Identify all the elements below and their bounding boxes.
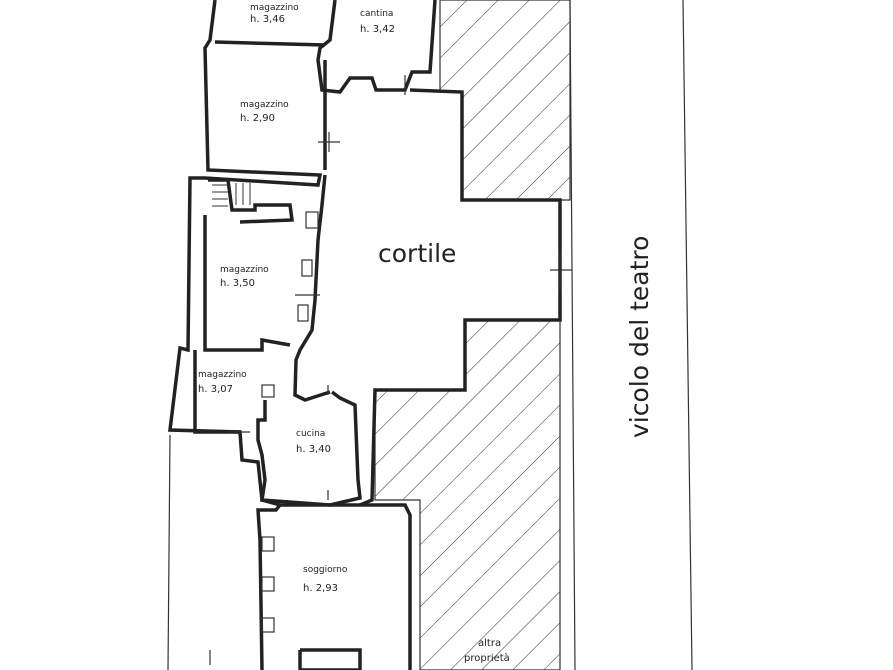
room-height-magazzino-3: h. 3,50 bbox=[220, 278, 255, 289]
wall-magazzino4 bbox=[193, 350, 240, 434]
street-line-right bbox=[682, 0, 693, 670]
boundary-left bbox=[167, 434, 171, 670]
openings bbox=[209, 75, 572, 665]
room-name-magazzino-top: magazzino bbox=[250, 3, 299, 13]
room-name-magazzino-4: magazzino bbox=[198, 370, 247, 380]
room-height-magazzino-4: h. 3,07 bbox=[198, 384, 233, 395]
wall-cucina bbox=[256, 390, 362, 507]
room-name-cucina: cucina bbox=[296, 429, 325, 439]
room-name-soggiorno: soggiorno bbox=[303, 565, 348, 575]
room-height-cucina: h. 3,40 bbox=[296, 444, 331, 455]
wall-outline-cantina bbox=[316, 0, 437, 94]
wall-courtyard-left bbox=[293, 174, 331, 402]
other-property-label-1: altra bbox=[478, 638, 501, 649]
wall-soggiorno bbox=[280, 503, 412, 670]
street-label: vicolo del teatro bbox=[625, 236, 654, 438]
wall-courtyard-right bbox=[359, 88, 562, 507]
other-property-label-2: proprietà bbox=[464, 652, 510, 664]
room-name-cantina: cantina bbox=[360, 9, 393, 19]
wall-stairs bbox=[208, 178, 294, 224]
room-name-magazzino-2: magazzino bbox=[240, 100, 289, 110]
street-line-left bbox=[569, 0, 576, 670]
room-height-soggiorno: h. 2,93 bbox=[303, 583, 338, 594]
wall-soggiorno-inner bbox=[298, 648, 362, 670]
wall-outline-left bbox=[168, 0, 323, 670]
room-height-magazzino-2: h. 2,90 bbox=[240, 113, 275, 124]
hatched-area-top bbox=[439, 0, 571, 201]
wall-magazzino-top-bottom bbox=[214, 40, 326, 47]
room-name-magazzino-3: magazzino bbox=[220, 265, 269, 275]
room-height-magazzino-top: h. 3,46 bbox=[250, 14, 285, 25]
wall-magazzino3 bbox=[203, 215, 291, 352]
courtyard-label: cortile bbox=[378, 239, 456, 268]
hatched-area-bottom bbox=[374, 319, 561, 670]
room-height-cantina: h. 3,42 bbox=[360, 24, 395, 35]
stairs bbox=[212, 183, 251, 207]
